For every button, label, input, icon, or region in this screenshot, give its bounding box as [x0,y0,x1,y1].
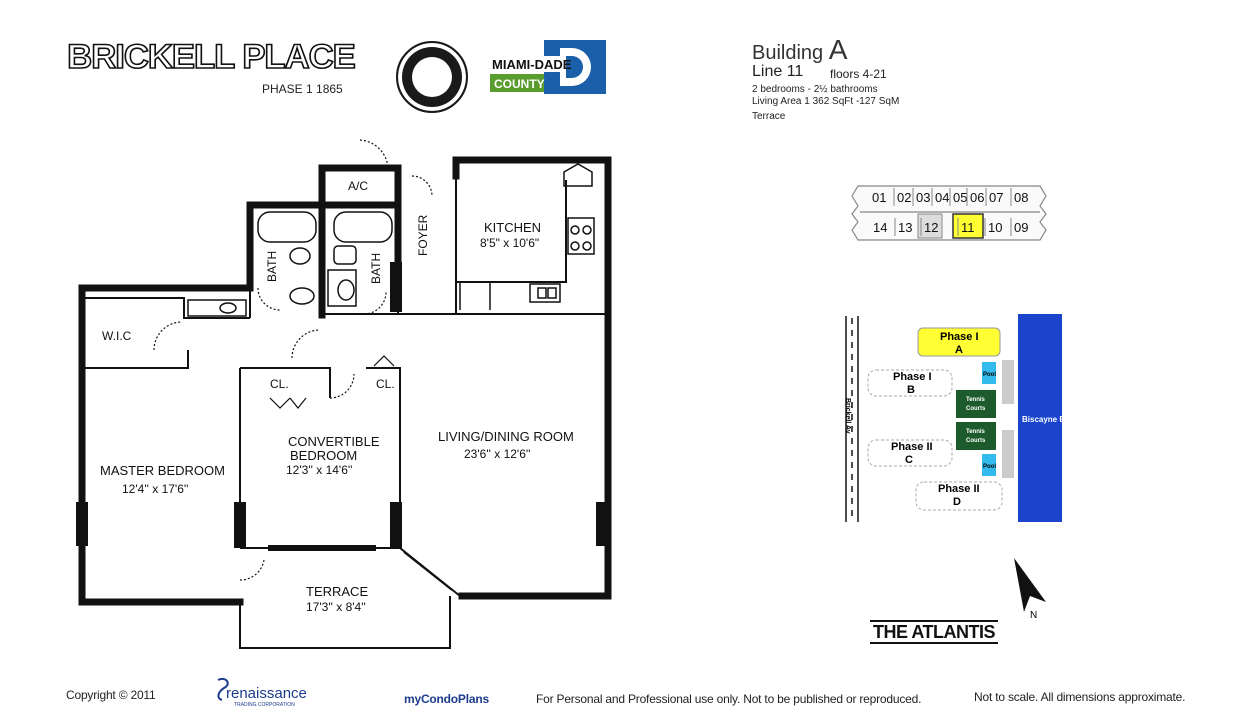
phase-1a-block [917,327,1001,357]
key-unit-05: 05 [953,190,967,205]
room-terrace-dim: 17'3'' x 8'4'' [306,600,366,614]
room-bath-2: BATH [369,253,383,284]
room-kitchen-dim: 8'5" x 10'6" [480,236,539,250]
room-master-dim: 12'4'' x 17'6'' [122,482,188,496]
brickell-place-logo: BRICKELL PLACE [66,37,356,77]
room-living: LIVING/DINING ROOM [438,429,574,444]
street-label: Brickell Av [844,398,851,434]
biscayne-bay [1018,314,1062,522]
pool-1 [982,362,996,384]
tennis-1-l1: Tennis [966,397,986,403]
miami-dade-county-logo: MIAMI-DADE COUNTY [490,40,606,94]
key-unit-12: 12 [924,220,938,235]
tennis-2-l1: Tennis [966,429,986,435]
phase-label: PHASE 1 1865 [262,82,343,96]
bay-label: Biscayne Bay [1022,415,1075,424]
pool-2-label: Pool [983,464,996,470]
county-logo-top: MIAMI-DADE [492,57,572,72]
pool-2 [982,454,996,476]
room-ac: A/C [348,179,368,193]
room-closet-2: CL. [376,377,395,391]
phase-1b-block [867,369,953,397]
dock-1 [1002,360,1014,404]
personal-use-note: For Personal and Professional use only. … [536,692,922,706]
building-label: Building A [752,34,848,65]
key-unit-03: 03 [916,190,930,205]
atlantis-logo: THE ATLANTIS [870,620,998,644]
key-unit-07: 07 [989,190,1003,205]
room-kitchen: KITCHEN [484,220,541,235]
room-closet-1: CL. [270,377,289,391]
tennis-court-1 [956,390,996,418]
key-plan-bottom-row: 14 13 12 11 10 09 [873,218,1028,236]
room-terrace: TERRACE [306,584,368,599]
room-convertible: CONVERTIBLE [288,434,380,449]
north-arrow-icon [1014,558,1046,612]
renaissance-sub: TRADING CORPORATION [234,702,295,708]
line-label: Line 11 [752,63,804,80]
renaissance-logo: renaissance TRADING CORPORATION [217,678,307,708]
key-unit-04: 04 [935,190,949,205]
beds-baths: 2 bedrooms - 2½ bathrooms [752,84,878,95]
tennis-1-l2: Courts [966,406,986,412]
scale-note: Not to scale. All dimensions approximate… [974,690,1186,704]
room-bath-1: BATH [265,251,279,282]
key-unit-09: 09 [1014,220,1028,235]
room-bedroom: BEDROOM [290,448,357,463]
site-plan: Brickell Av Biscayne Bay Phase I A Phase… [844,314,1075,621]
phase-1a-l2: A [955,344,963,356]
key-unit-06: 06 [970,190,984,205]
room-living-dim: 23'6'' x 12'6'' [464,447,530,461]
terrace-note: Terrace [752,111,786,122]
tennis-2-l2: Courts [966,438,986,444]
renaissance-text: renaissance [226,685,307,702]
phase-1b-l1: Phase I [893,371,932,383]
tennis-court-2 [956,422,996,450]
city-of-miami-seal-icon [396,41,468,113]
floors-label: floors 4-21 [830,67,887,81]
key-unit-01: 01 [872,190,886,205]
phase-2d-l2: D [953,496,961,508]
north-label: N [1030,610,1037,621]
key-unit-14: 14 [873,220,887,235]
key-unit-02: 02 [897,190,911,205]
phase-2c-l1: Phase II [891,441,933,453]
key-unit-12-shade [917,213,943,239]
phase-2c-l2: C [905,454,913,466]
key-plan [851,185,1047,241]
pool-1-label: Pool [983,372,996,378]
copyright: Copyright © 2011 [66,688,156,702]
room-master: MASTER BEDROOM [100,463,225,478]
key-unit-08: 08 [1014,190,1028,205]
living-area: Living Area 1 362 SqFt -127 SqM [752,96,900,107]
key-unit-10: 10 [988,220,1002,235]
phase-1a-l1: Phase I [940,331,979,343]
key-unit-13: 13 [898,220,912,235]
building-letter: A [828,34,848,65]
phase-1b-l2: B [907,384,915,396]
room-convertible-dim: 12'3'' x 14'6'' [286,463,352,477]
phase-2c-block [867,439,953,467]
phase-2d-l1: Phase II [938,483,980,495]
dock-2 [1002,430,1014,478]
mycondoplans-logo: myCondoPlans [404,692,489,706]
room-wic: W.I.C [102,329,132,343]
phase-2d-block [915,481,1003,511]
key-unit-11: 11 [961,220,975,235]
room-foyer: FOYER [416,214,430,256]
county-logo-bottom: COUNTY [494,77,545,91]
